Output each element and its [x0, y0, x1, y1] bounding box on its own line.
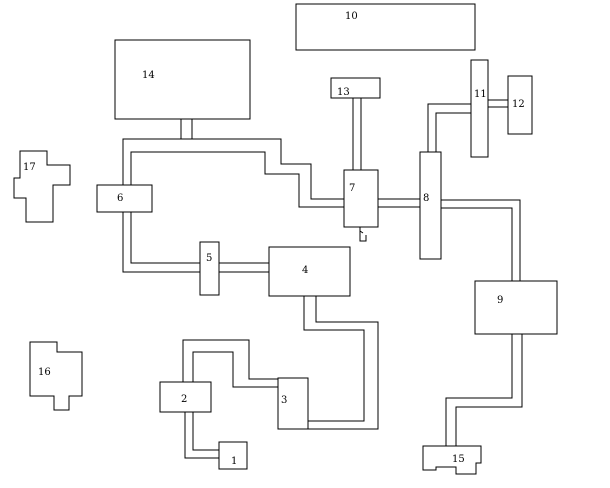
block-6-label: 6 — [117, 193, 123, 204]
block-1-label: 1 — [231, 456, 237, 467]
pipe-2-to-1 — [184, 412, 219, 459]
block-11-label: 11 — [474, 89, 487, 100]
block-10-label: 10 — [345, 11, 358, 22]
pipe-8-to-9 — [441, 199, 521, 281]
block-14-label: 14 — [142, 70, 155, 81]
pipe-4-to-3 — [303, 296, 379, 430]
block-1: 1 — [218, 441, 248, 470]
block-16-label: 16 — [38, 367, 51, 378]
block-17: 17 — [13, 150, 71, 223]
block-13: 13 — [330, 77, 381, 99]
pipe-6-to-5 — [122, 212, 200, 273]
block-15: 15 — [422, 445, 482, 475]
block-9-label: 9 — [497, 295, 503, 306]
pipe-13-to-7 — [352, 98, 362, 170]
block-2: 2 — [159, 381, 212, 413]
pipe-loop-outer — [122, 138, 344, 200]
block-10: 10 — [295, 3, 476, 51]
pipe-2-to-3 — [182, 339, 278, 388]
connections — [122, 98, 523, 459]
pipe-11-to-12 — [488, 99, 508, 108]
block-3-label: 3 — [281, 395, 287, 406]
pipe-14-to-loop — [180, 119, 193, 139]
block-4-label: 4 — [302, 265, 308, 276]
block-9: 9 — [474, 280, 558, 335]
block-7-label: 7 — [349, 183, 355, 194]
block-4: 4 — [268, 246, 351, 297]
block-13-label: 13 — [337, 87, 350, 98]
block-12: 12 — [507, 75, 533, 135]
block-8: 8 — [419, 151, 442, 260]
block-12-label: 12 — [512, 99, 525, 110]
block-2-label: 2 — [181, 394, 187, 405]
pipe-loop-inner — [130, 151, 344, 208]
block-8-label: 8 — [423, 193, 429, 204]
block-14: 14 — [114, 39, 251, 120]
pipe-7-tail — [359, 227, 367, 242]
block-15-label: 15 — [452, 454, 465, 465]
block-5-label: 5 — [206, 253, 212, 264]
pipe-9-to-15 — [445, 334, 523, 446]
pipe-8-to-11 — [427, 103, 471, 152]
pipe-7-to-8 — [378, 198, 420, 208]
block-7: 7 — [343, 169, 379, 228]
block-11: 11 — [470, 59, 489, 158]
block-3: 3 — [277, 377, 309, 430]
block-17-label: 17 — [23, 162, 36, 173]
block-6: 6 — [96, 184, 153, 213]
pipe-5-to-4 — [219, 262, 269, 273]
block-5: 5 — [199, 241, 220, 296]
block-16: 16 — [29, 341, 83, 411]
